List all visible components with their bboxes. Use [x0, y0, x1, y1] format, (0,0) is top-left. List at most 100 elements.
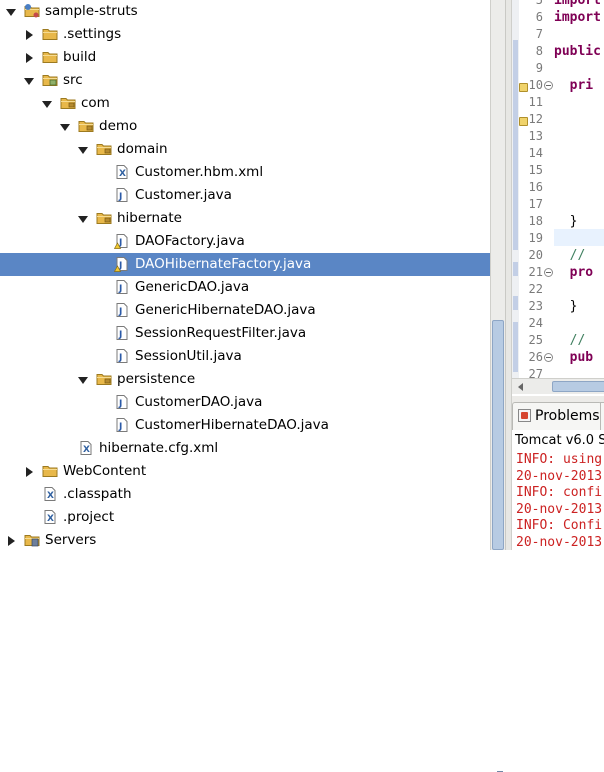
tree-file-item[interactable]: J SessionUtil.java: [0, 345, 490, 368]
line-number: 24: [528, 316, 543, 330]
editor-scroll-thumb[interactable]: [552, 381, 604, 392]
project-explorer-tree[interactable]: sample-struts.settings build src com demo dom…: [0, 0, 490, 550]
tree-item-label: GenericDAO.java: [135, 279, 250, 295]
tree-folder-item[interactable]: WebContent: [0, 460, 490, 483]
tree-item-label: build: [63, 49, 97, 65]
tree-folder-item[interactable]: persistence: [0, 368, 490, 391]
tree-folder-item[interactable]: domain: [0, 138, 490, 161]
line-number: 7: [535, 27, 543, 41]
tree-item-label: src: [63, 72, 83, 88]
console-title: Tomcat v6.0 S: [515, 433, 604, 448]
tree-folder-item[interactable]: build: [0, 46, 490, 69]
expand-arrow-down-icon[interactable]: [6, 0, 18, 23]
tree-folder-item[interactable]: .settings: [0, 23, 490, 46]
expand-arrow-right-icon[interactable]: [24, 46, 36, 69]
code-token: import: [554, 0, 601, 8]
tree-item-label: .classpath: [63, 486, 132, 502]
expand-arrow-down-icon[interactable]: [42, 92, 54, 115]
tree-item-label: demo: [99, 118, 138, 134]
line-number: 21: [528, 265, 543, 279]
expand-arrow-right-icon[interactable]: [24, 23, 36, 46]
folder-icon: [42, 49, 58, 65]
xml-file-icon: X: [42, 509, 58, 525]
tree-file-item[interactable]: X.classpath: [0, 483, 490, 506]
fold-collapse-icon[interactable]: [544, 353, 553, 362]
svg-text:J: J: [118, 422, 122, 432]
code-line: }: [554, 298, 578, 315]
code-token: pri: [554, 78, 594, 93]
tree-folder-item[interactable]: com: [0, 92, 490, 115]
tree-file-item[interactable]: X .project: [0, 506, 490, 529]
console-line: 20-nov-2013: [516, 534, 603, 550]
tab-problems-label: Problems: [535, 408, 600, 424]
expand-arrow-down-icon[interactable]: [60, 115, 72, 138]
tree-folder-item[interactable]: Servers: [0, 529, 490, 550]
svg-text:J: J: [118, 353, 122, 363]
code-line: import: [554, 0, 601, 9]
tree-item-label: SessionRequestFilter.java: [135, 325, 307, 341]
pane-sash[interactable]: [505, 0, 511, 550]
expand-arrow-down-icon[interactable]: [78, 207, 90, 230]
line-number: 16: [528, 180, 543, 194]
tree-file-item[interactable]: J SessionRequestFilter.java: [0, 322, 490, 345]
fold-collapse-icon[interactable]: [544, 81, 553, 90]
warning-marker-icon[interactable]: [519, 83, 528, 92]
tree-folder-item[interactable]: src: [0, 69, 490, 92]
source-folder-icon: [42, 72, 58, 88]
tree-item-label: SessionUtil.java: [135, 348, 242, 364]
java-file-icon: J: [114, 417, 130, 433]
fold-collapse-icon[interactable]: [544, 268, 553, 277]
expand-arrow-right-icon[interactable]: [6, 529, 18, 550]
code-line: //: [554, 247, 586, 264]
tree-folder-item[interactable]: hibernate: [0, 207, 490, 230]
svg-text:J: J: [118, 261, 122, 271]
svg-text:J: J: [118, 238, 122, 248]
tree-item-label: .project: [63, 509, 115, 525]
tree-folder-item[interactable]: sample-struts: [0, 0, 490, 23]
console-line: 20-nov-2013: [516, 501, 603, 517]
code-token: pro: [554, 265, 594, 280]
tree-vertical-scrollbar[interactable]: [490, 0, 505, 772]
expand-arrow-down-icon[interactable]: [78, 368, 90, 391]
editor-horizontal-scrollbar[interactable]: [512, 378, 604, 394]
svg-text:X: X: [83, 445, 90, 455]
tree-item-label: Customer.java: [135, 187, 232, 203]
tab-problems[interactable]: Problems: [512, 402, 602, 430]
xml-file-icon: X: [114, 164, 130, 180]
expand-arrow-right-icon[interactable]: [24, 460, 36, 483]
java-file-icon: J: [114, 348, 130, 364]
code-token: //: [554, 248, 586, 263]
line-number: 22: [528, 282, 543, 296]
scroll-left-arrow-icon[interactable]: [518, 383, 523, 391]
warning-marker-icon[interactable]: [519, 117, 528, 126]
svg-text:J: J: [118, 307, 122, 317]
current-line-highlight: [554, 229, 604, 246]
folder-icon: [42, 463, 58, 479]
java-warning-file-icon: J: [113, 256, 130, 272]
line-number: 20: [528, 248, 543, 262]
expand-arrow-down-icon[interactable]: [78, 138, 90, 161]
package-folder-icon: [78, 118, 94, 134]
svg-text:J: J: [118, 399, 122, 409]
package-folder-icon: [60, 95, 76, 111]
expand-arrow-down-icon[interactable]: [24, 69, 36, 92]
tree-item-label: com: [81, 95, 110, 111]
tree-scroll-thumb[interactable]: [492, 320, 504, 772]
line-number: 12: [528, 112, 543, 126]
java-file-icon: J: [114, 325, 130, 341]
tree-folder-item[interactable]: demo: [0, 115, 490, 138]
code-line: pub: [554, 349, 594, 366]
console-line: 20-nov-2013: [516, 468, 603, 484]
tab-next[interactable]: [600, 402, 604, 430]
line-number: 19: [528, 231, 543, 245]
